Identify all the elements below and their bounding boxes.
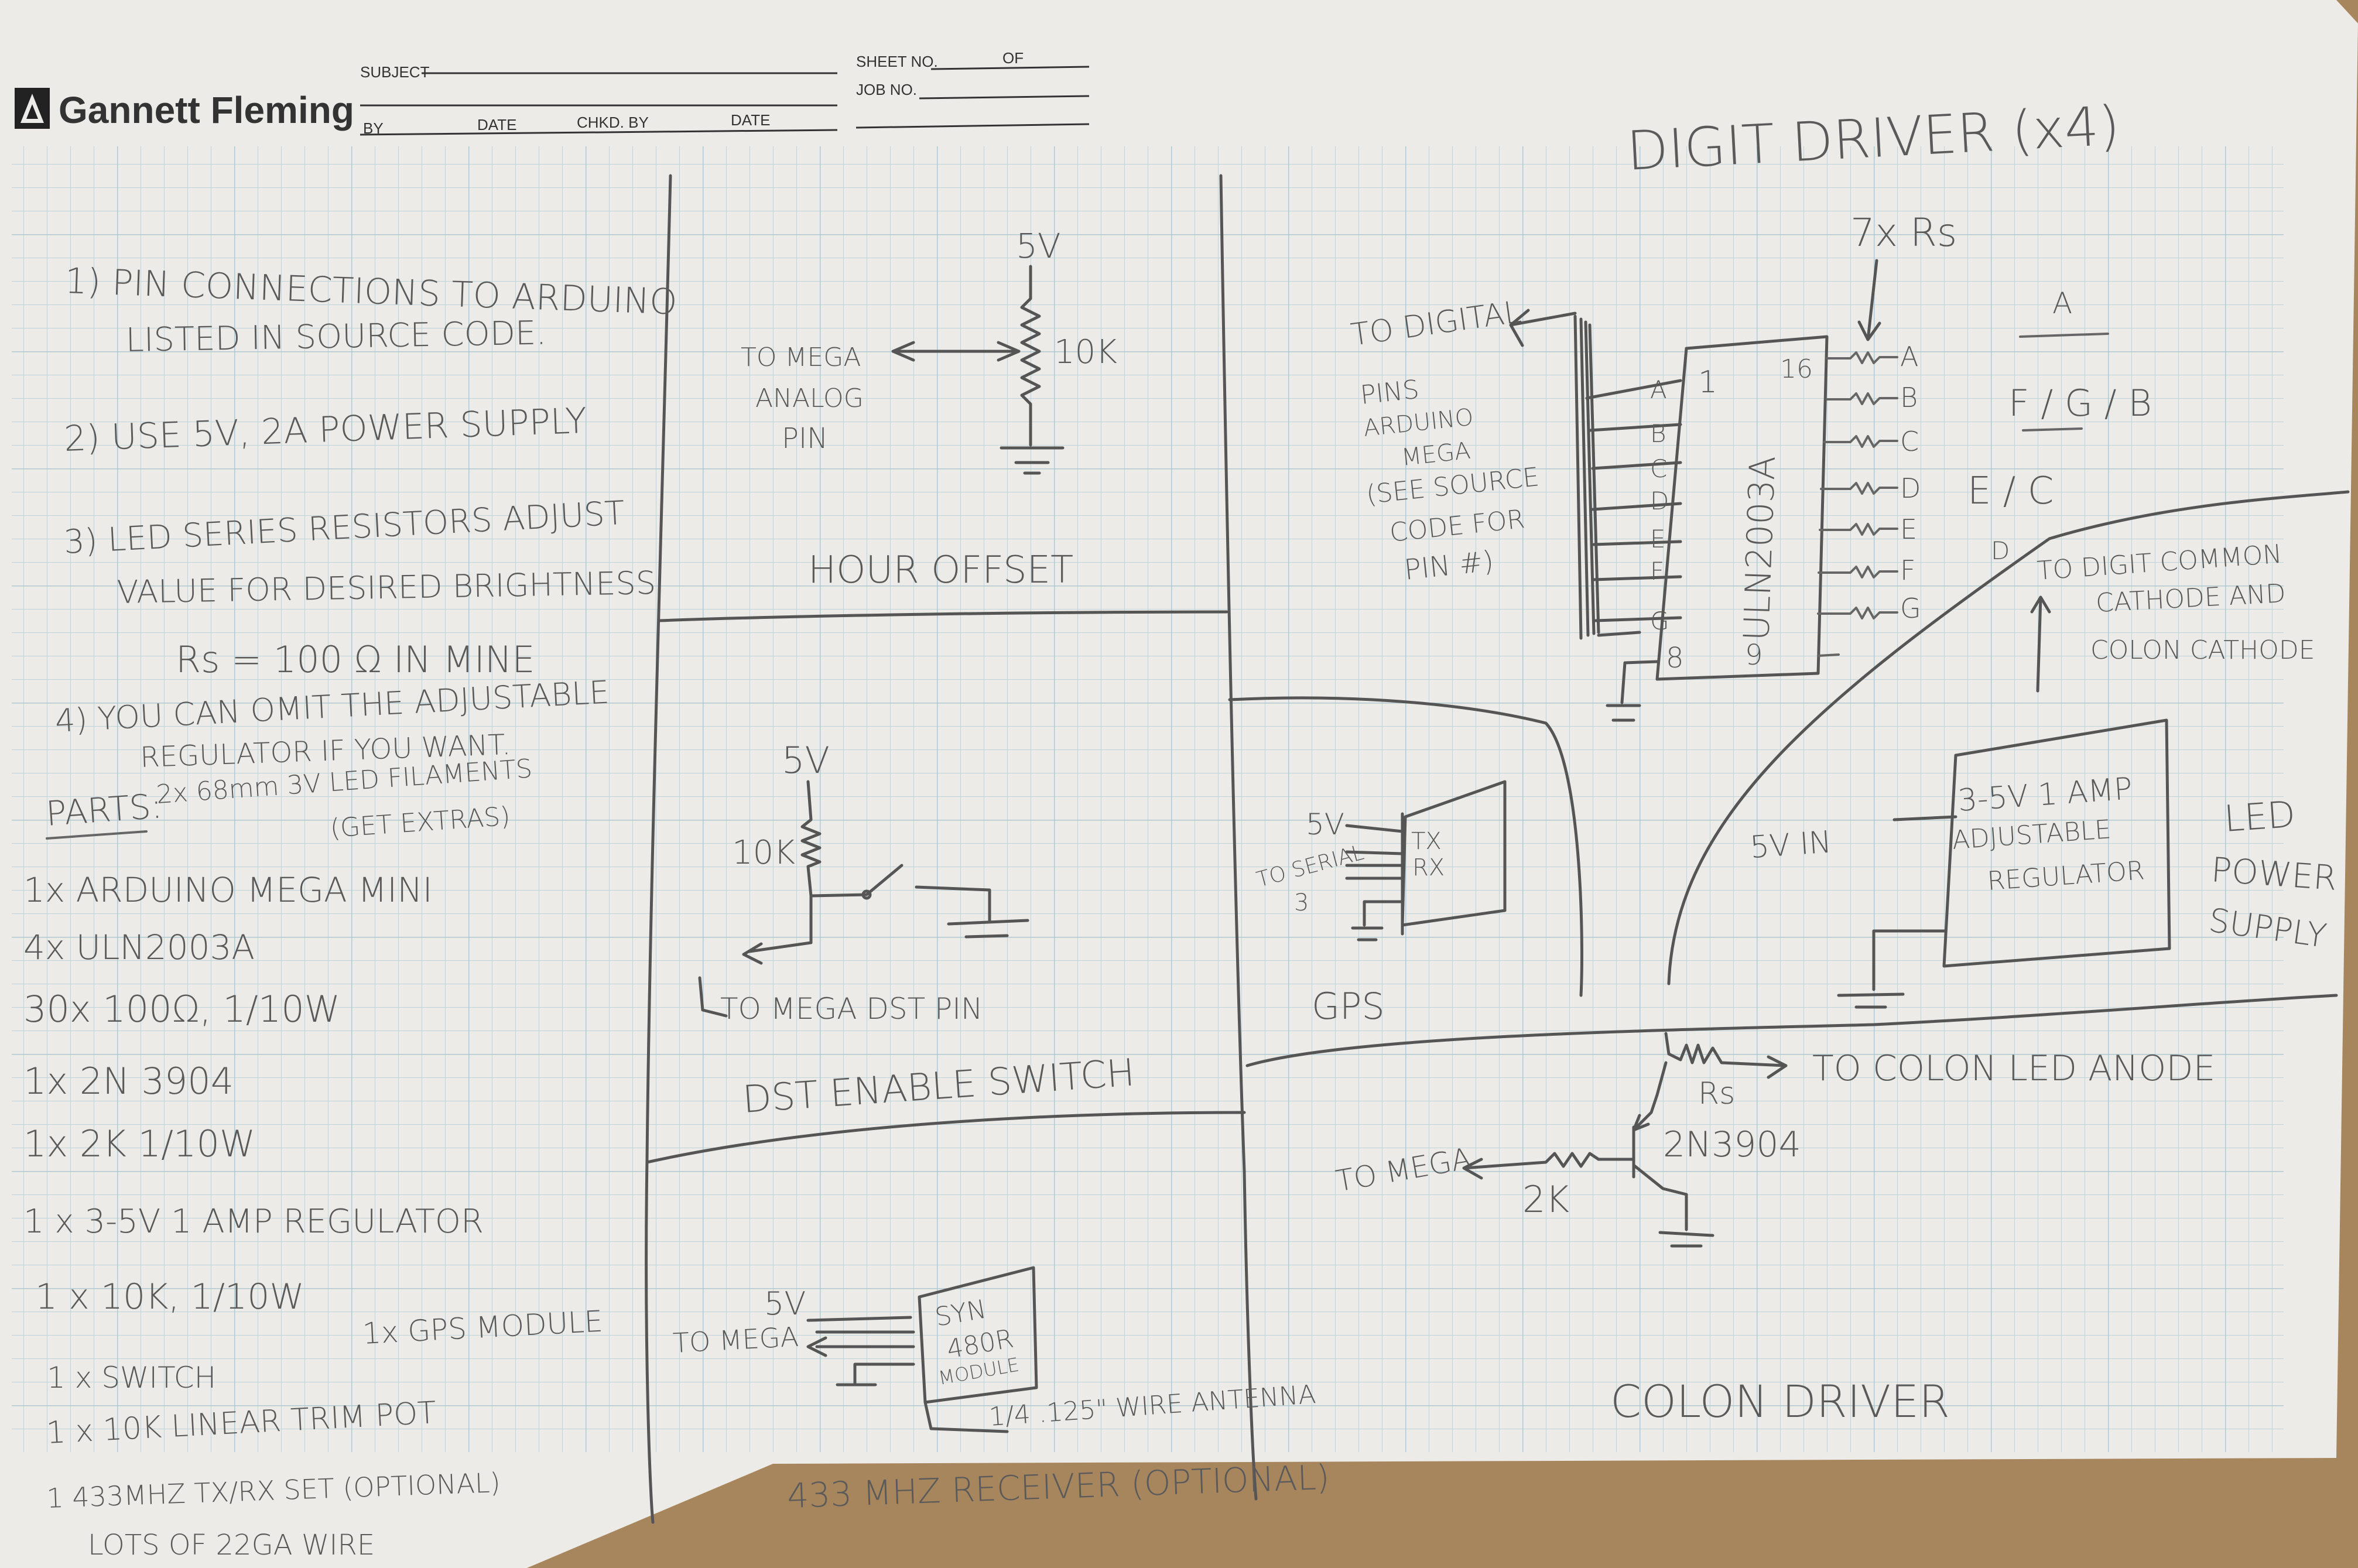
part-item: 1x 2N 3904	[23, 1060, 234, 1103]
chip-pin-8: 8	[1666, 642, 1684, 675]
chip-input-b: B	[1650, 419, 1666, 448]
gps-tx: TX	[1411, 828, 1442, 855]
hour-offset-to-2: ANALOG	[755, 384, 864, 413]
hour-offset-title: HOUR OFFSET	[808, 549, 1073, 592]
hour-offset-supply: 5V	[1016, 226, 1061, 266]
common-note: COLON CATHODE	[2090, 635, 2315, 665]
job-no-label: JOB NO.	[856, 81, 917, 98]
title-block: Gannett Fleming SUBJECT BY DATE CHKD. BY…	[15, 49, 1090, 137]
power-input: 5V IN	[1749, 824, 1833, 865]
company-name: Gannett Fleming	[59, 89, 354, 131]
chip-output-g: G	[1900, 593, 1921, 624]
colon-base-resistor: 2K	[1522, 1178, 1569, 1221]
hour-offset-pot-value: 10K	[1054, 333, 1117, 371]
part-item: 1 x 10K, 1/10W	[35, 1276, 304, 1317]
segment-ec: E / C	[1967, 470, 2054, 513]
chip-input-c: C	[1650, 454, 1667, 483]
output-resistors	[1817, 351, 1898, 657]
section-dividers	[645, 174, 2350, 1524]
part-item: LOTS OF 22GA WIRE	[88, 1529, 375, 1562]
colon-transistor: 2N3904	[1663, 1124, 1801, 1165]
receiver-to-label: TO MEGA	[672, 1321, 799, 1359]
segment-fgb: F / G / B	[2008, 382, 2152, 424]
part-item: 1 x 3-5V 1 AMP REGULATOR	[23, 1203, 484, 1241]
gps-title: GPS	[1312, 985, 1385, 1028]
dst-supply: 5V	[782, 739, 830, 782]
hour-offset-to-1: TO MEGA	[741, 343, 861, 372]
subject-label: SUBJECT	[360, 63, 430, 81]
parts-heading: PARTS:	[45, 786, 163, 834]
power-title-1: LED	[2223, 793, 2297, 840]
colon-to-label: TO COLON LED ANODE	[1812, 1048, 2215, 1089]
colon-resistor: Rs	[1698, 1076, 1735, 1111]
colon-title: COLON DRIVER	[1610, 1375, 1950, 1427]
chip-output-c: C	[1900, 426, 1919, 457]
hour-offset-circuit: 5V 10K TO MEGA ANALOG PIN HOUR OFFSET	[741, 226, 1117, 592]
note-3-line-3: Rs = 100 Ω IN MINE	[176, 638, 535, 681]
hour-offset-to-3: PIN	[782, 422, 828, 455]
part-item: 1x ARDUINO MEGA MINI	[23, 870, 433, 910]
chip-input-d: D	[1650, 487, 1669, 515]
part-item: 4x ULN2003A	[23, 927, 255, 967]
chip-input-a: A	[1650, 375, 1667, 404]
gps-to-serial-2: 3	[1294, 889, 1309, 916]
chip-output-a: A	[1900, 341, 1918, 372]
part-item: 30x 100Ω, 1/10W	[23, 988, 340, 1031]
chip-input-e: E	[1650, 525, 1666, 553]
of-label: OF	[1002, 49, 1024, 67]
date-label: DATE	[477, 116, 516, 133]
sheet-no-label: SHEET NO.	[856, 53, 938, 70]
dst-resistor: 10K	[732, 834, 795, 872]
chip-input-f: F	[1650, 557, 1664, 586]
segment-a: A	[2052, 286, 2072, 320]
gps-rx: RX	[1412, 854, 1445, 881]
part-item: 1x 2K 1/10W	[23, 1122, 255, 1165]
company-logo-icon	[15, 88, 50, 129]
chip-output-e: E	[1900, 513, 1917, 545]
chip-output-d: D	[1900, 473, 1921, 504]
digit-to-label: PINS	[1359, 375, 1421, 410]
part-item: 1 x SWITCH	[47, 1361, 216, 1395]
receiver-title: 433 MHZ RECEIVER (OPTIONAL)	[786, 1457, 1330, 1516]
chip-input-g: G	[1650, 607, 1669, 635]
chip-pin-16: 16	[1780, 354, 1813, 384]
power-title-2: POWER	[2210, 850, 2338, 898]
note-1-line-2: LISTED IN SOURCE CODE.	[125, 314, 547, 360]
date2-label: DATE	[731, 111, 770, 129]
grid-area	[12, 146, 2284, 1452]
digit-driver-resistor-note: 7x Rs	[1850, 210, 1957, 255]
chip-output-f: F	[1900, 554, 1915, 586]
gps-supply: 5V	[1306, 807, 1344, 841]
receiver-supply: 5V	[764, 1285, 806, 1322]
chip-label: ULN2003A	[1736, 455, 1784, 641]
dst-to-label: TO MEGA DST PIN	[720, 992, 983, 1026]
chkd-by-label: CHKD. BY	[577, 114, 649, 131]
chip-pin-1: 1	[1698, 365, 1717, 400]
chip-pin-9: 9	[1745, 639, 1763, 672]
chip-output-b: B	[1900, 382, 1918, 413]
segment-d: D	[1991, 536, 2010, 565]
